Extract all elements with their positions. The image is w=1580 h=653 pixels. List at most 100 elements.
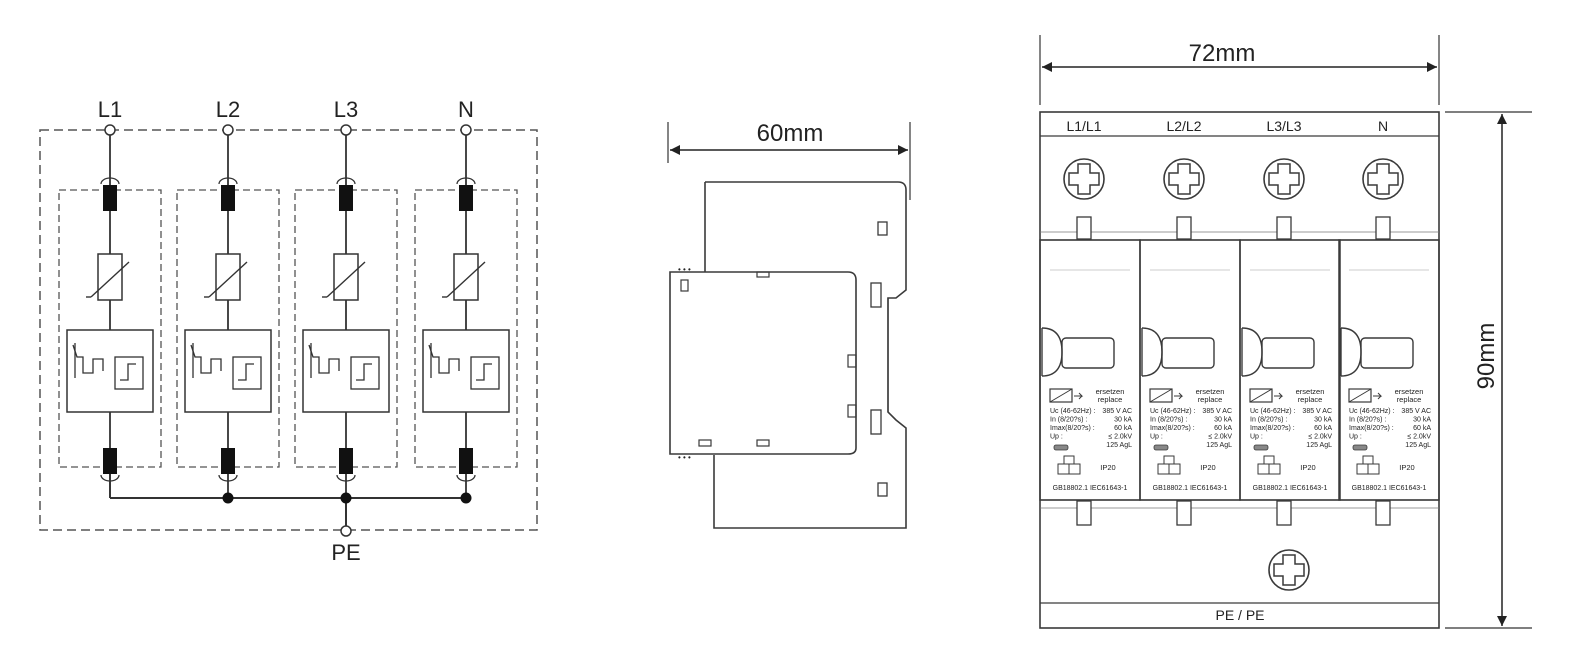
earth-connector-icon — [1157, 455, 1181, 475]
spec-key: Up : — [1250, 434, 1263, 441]
spec-value: ≤ 2.0kV — [1108, 434, 1132, 441]
screw-cross — [1068, 163, 1100, 195]
handle-grip — [1061, 337, 1115, 369]
indicator-box — [232, 356, 262, 390]
pe-bottom-label: PE / PE — [1215, 607, 1264, 623]
fuse-cap — [456, 177, 476, 185]
spec-key: Uc (46-62Hz) : — [1150, 408, 1196, 415]
bottom-clip — [1375, 500, 1391, 526]
indicator-box — [114, 356, 144, 390]
indicator-box — [350, 356, 380, 390]
fuse-top — [339, 185, 353, 211]
earth-connector-icon — [1356, 455, 1380, 475]
spec-key: Imax(8/20?s) : — [1250, 425, 1295, 432]
top-clip — [1076, 216, 1092, 240]
replace-indicator-icon — [1049, 388, 1073, 403]
spec-value: ≤ 2.0kV — [1308, 434, 1332, 441]
spec-value: 60 kA — [1214, 425, 1232, 432]
spec-value: 125 AgL — [1106, 442, 1132, 449]
spec-key: Uc (46-62Hz) : — [1349, 408, 1395, 415]
fuse-cap — [100, 177, 120, 185]
module-housing — [1039, 239, 1141, 501]
bus-junction — [340, 492, 352, 504]
spec-key: In (8/20?s) : — [1150, 417, 1187, 424]
spec-value: 30 kA — [1214, 417, 1232, 424]
spec-value: 385 V AC — [1302, 408, 1332, 415]
phase-terminal — [460, 124, 472, 136]
spec-value: ≤ 2.0kV — [1208, 434, 1232, 441]
phase-column-3: L3 — [294, 97, 398, 498]
handle-icon — [1340, 327, 1362, 377]
earth-connector-icon — [1057, 455, 1081, 475]
fuse-cap — [218, 177, 238, 185]
fuse-icon — [1153, 444, 1169, 451]
phase-label: L2 — [216, 97, 240, 122]
disconnect-switch-line — [72, 344, 104, 374]
phase-terminal — [340, 124, 352, 136]
spec-key: Up : — [1150, 434, 1163, 441]
standards-text: GB18802.1 IEC61643-1 — [1153, 485, 1228, 492]
spec-key: Imax(8/20?s) : — [1050, 425, 1095, 432]
standards-text: GB18802.1 IEC61643-1 — [1053, 485, 1128, 492]
replace-en: replace — [1298, 395, 1323, 404]
thermal-disconnector-icon — [184, 329, 272, 413]
fuse-icon — [1253, 444, 1269, 451]
spec-value: 385 V AC — [1401, 408, 1431, 415]
replace-de: ersetzen — [1196, 387, 1225, 396]
phase-terminal — [222, 124, 234, 136]
thermal-disconnector-icon — [422, 329, 510, 413]
screw-icon — [1362, 158, 1404, 200]
phase-terminal — [104, 124, 116, 136]
varistor-icon — [453, 253, 479, 301]
spec-key: Imax(8/20?s) : — [1150, 425, 1195, 432]
handle-grip — [1360, 337, 1414, 369]
varistor-icon — [97, 253, 123, 301]
module-housing — [1239, 239, 1341, 501]
svg-text:• • •: • • • — [678, 265, 691, 274]
handle-icon — [1041, 327, 1063, 377]
varistor-icon — [215, 253, 241, 301]
spec-value: 30 kA — [1314, 417, 1332, 424]
side-width-label: 60mm — [757, 120, 824, 147]
spec-value: 125 AgL — [1206, 442, 1232, 449]
bottom-clip — [1176, 500, 1192, 526]
earth-connector-icon — [1257, 455, 1281, 475]
replace-de: ersetzen — [1395, 387, 1424, 396]
handle-icon — [1241, 327, 1263, 377]
disconnect-switch-line — [428, 344, 460, 374]
phase-column-4: N — [414, 97, 518, 498]
ip-rating: IP20 — [1399, 463, 1414, 472]
indicator-step — [356, 363, 372, 381]
top-terminal-1: L1/L1 — [1063, 118, 1105, 526]
spec-key: In (8/20?s) : — [1349, 417, 1386, 424]
terminal-label: L1/L1 — [1066, 118, 1101, 134]
arrow-icon — [1373, 392, 1383, 400]
bus-junction — [460, 492, 472, 504]
thermal-disconnector-icon — [302, 329, 390, 413]
screw-cross — [1268, 163, 1300, 195]
spec-key: Up : — [1349, 434, 1362, 441]
phase-label: L3 — [334, 97, 358, 122]
spec-value: 385 V AC — [1202, 408, 1232, 415]
bottom-clip — [1076, 500, 1092, 526]
top-terminal-2: L2/L2 — [1163, 118, 1205, 526]
pe-label: PE — [331, 540, 360, 565]
varistor-slash — [326, 261, 366, 298]
fuse-bottom — [459, 448, 473, 474]
fuse-bottom — [339, 448, 353, 474]
ip-rating: IP20 — [1200, 463, 1215, 472]
phase-column-2: L2 — [176, 97, 280, 498]
replace-indicator-icon — [1348, 388, 1372, 403]
fuse-bottom — [221, 448, 235, 474]
terminal-label: L2/L2 — [1166, 118, 1201, 134]
replace-indicator-icon — [1249, 388, 1273, 403]
disconnect-switch-line — [308, 344, 340, 374]
pe-screw-icon — [1268, 549, 1310, 591]
varistor-icon — [333, 253, 359, 301]
spec-key: Uc (46-62Hz) : — [1050, 408, 1096, 415]
